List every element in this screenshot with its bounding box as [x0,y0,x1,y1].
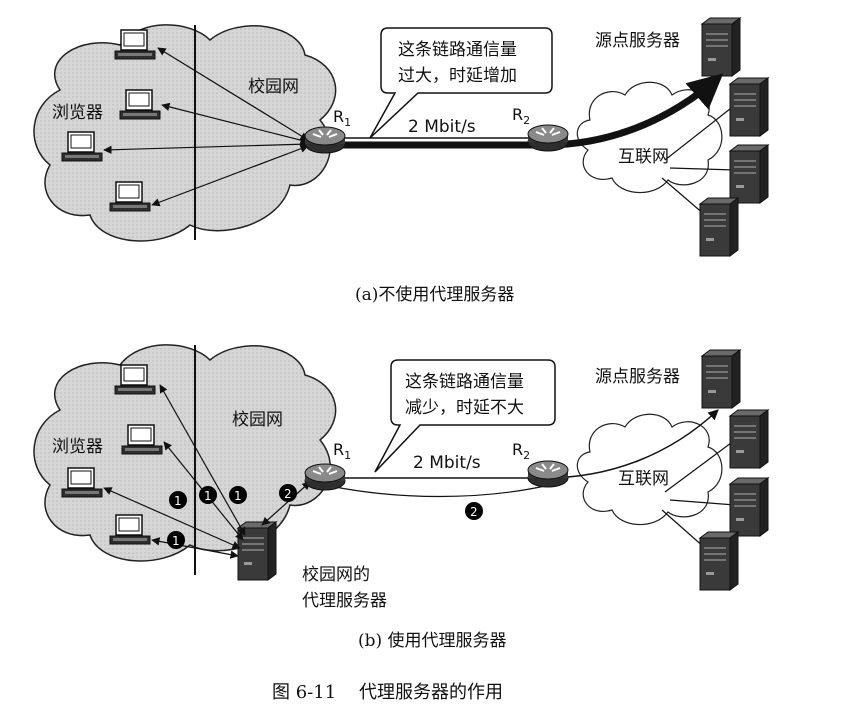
router-r2-label-b: R2 [512,440,530,462]
server-b4 [699,531,739,591]
panel-a: 校园网 浏览器 互联网 源点服务器 R1 R2 2 Mbit/s [33,17,769,305]
svg-text:1: 1 [174,494,182,508]
callout-a-line1: 这条链路通信量 [398,40,517,60]
link-pc-b4 [151,537,239,559]
internet-cloud-a [576,81,723,194]
panel-b: 校园网 浏览器 校园网的 代理服务器 1 1 1 1 2 2 互联网 [33,344,769,651]
srv-link-b1 [664,439,736,493]
server-b2 [729,409,769,469]
svg-text:1: 1 [234,489,242,503]
internet-label-a: 互联网 [618,147,669,167]
router-r2-label-a: R2 [512,105,530,127]
server-b3 [729,477,769,537]
internet-label-b: 互联网 [618,469,669,489]
step-marker-2a: 2 [279,484,297,502]
subcaption-b: (b) 使用代理服务器 [358,630,507,651]
origin-server-b [701,349,741,409]
srv-link-a3 [661,177,706,216]
proxy-server [237,521,277,581]
callout-a-line2: 过大，时延增加 [398,66,517,86]
origin-server-label-a: 源点服务器 [595,31,680,51]
figure-caption: 图 6-11 代理服务器的作用 [272,682,503,703]
link-pc-a4 [151,144,309,207]
srv-link-a2 [669,167,736,171]
subcaption-a: (a)不使用代理服务器 [355,284,514,305]
router-r2-a [527,124,569,152]
link-proxy-r1 [261,481,311,526]
internet-cloud-b [576,413,723,526]
svg-text:2: 2 [284,487,292,501]
srv-link-b3 [661,509,706,549]
srv-link-a1 [664,104,736,161]
server-a2 [729,77,769,137]
step-marker-1c: 1 [229,486,247,504]
step-marker-1a: 1 [169,491,187,509]
server-a4 [699,197,739,257]
callout-b-line2: 减少，时延不大 [405,398,524,418]
link-label-b: 2 Mbit/s [413,453,481,473]
router-r1-a [304,126,346,154]
router-r1-b [304,463,346,491]
callout-a [369,27,553,139]
browser-label-a: 浏览器 [52,103,103,123]
step-marker-1d: 1 [167,531,185,549]
campus-label-a: 校园网 [248,77,299,97]
svg-text:1: 1 [204,489,212,503]
origin-server-label-b: 源点服务器 [595,367,680,387]
callout-b-line1: 这条链路通信量 [405,372,524,392]
router-r1-label-b: R1 [333,440,351,462]
router-r1-label-a: R1 [333,107,351,129]
server-a3 [729,144,769,204]
step-marker-1b: 1 [199,486,217,504]
proxy-label-line1: 校园网的 [302,565,370,585]
svg-text:2: 2 [470,505,478,519]
router-r2-b [527,460,569,488]
origin-server-a [701,17,741,77]
campus-label-b: 校园网 [232,410,283,430]
proxy-label-line2: 代理服务器 [302,591,387,611]
link-pc-a2 [161,102,309,145]
callout-b [374,359,556,473]
link-label-a: 2 Mbit/s [408,117,476,137]
svg-text:1: 1 [172,534,180,548]
step-marker-2b: 2 [465,502,483,520]
srv-link-b2 [669,499,736,506]
return-line-b [329,485,546,498]
browser-label-b: 浏览器 [52,437,103,457]
